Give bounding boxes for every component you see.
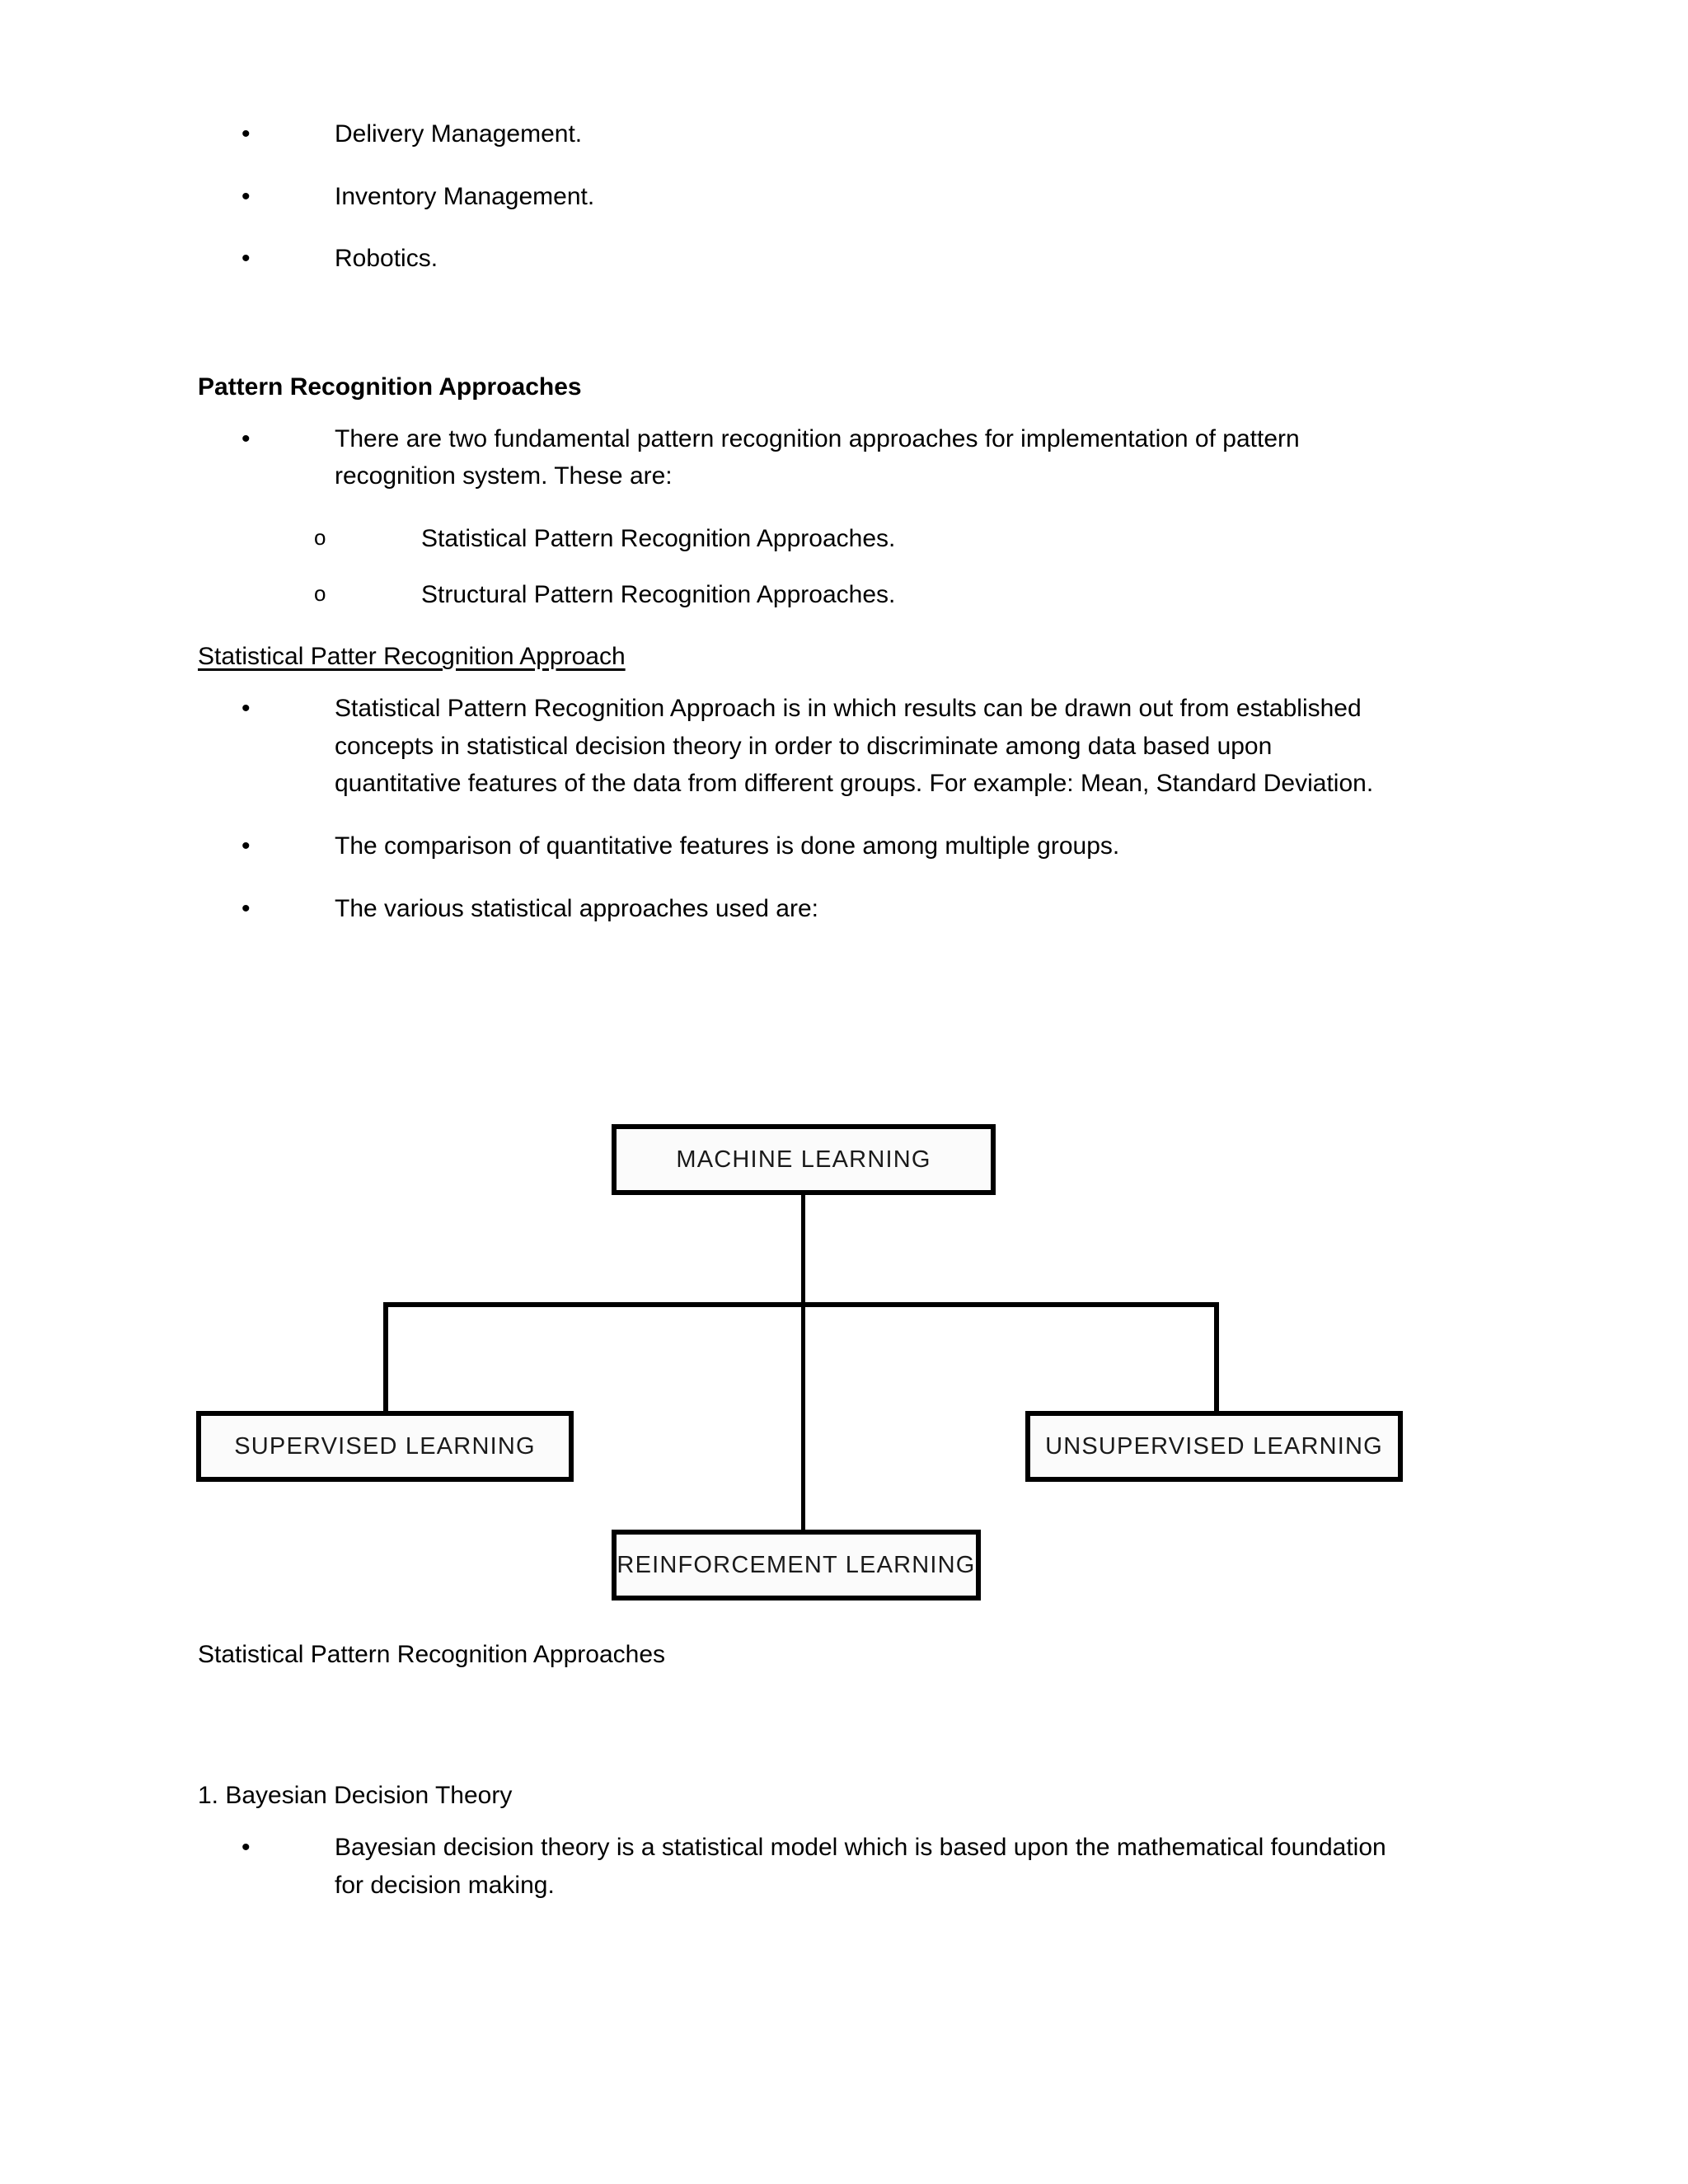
list-item: • Inventory Management. [198,178,1533,216]
list-item-text: Robotics. [335,245,438,273]
sub-bullet-marker: o [314,580,326,606]
list-item: • Delivery Management. [198,115,1533,153]
numbered-heading: 1. Bayesian Decision Theory [198,1782,513,1809]
sub-list-item: o Statistical Pattern Recognition Approa… [198,520,1533,558]
sub-bullet-marker: o [314,524,326,550]
list-item: • There are two fundamental pattern reco… [198,420,1533,495]
bullet-marker: • [241,832,251,860]
list-item-line: There are two fundamental pattern recogn… [335,424,1300,452]
diagram-node-label: UNSUPERVISED LEARNING [1045,1432,1383,1460]
edge-bar-to-supervised [383,1302,388,1413]
figure-caption: Statistical Pattern Recognition Approach… [198,1641,665,1668]
list-item-line: recognition system. These are: [335,462,673,490]
list-item-text: There are two fundamental pattern recogn… [335,420,1533,495]
section-heading: Pattern Recognition Approaches [198,373,582,401]
subsection-heading: Statistical Patter Recognition Approach [198,643,626,671]
edge-root-to-reinforcement [801,1195,805,1530]
list-item: • Robotics. [198,240,1533,278]
diagram-node-label: MACHINE LEARNING [676,1146,931,1173]
edge-horizontal-bar [383,1302,1219,1307]
sub-list-item: o Structural Pattern Recognition Approac… [198,576,1533,614]
sub-list-item-text: Statistical Pattern Recognition Approach… [421,524,896,552]
bullet-marker: • [241,894,251,922]
bullet-marker: • [241,120,251,148]
list-item: • The comparison of quantitative feature… [198,827,1533,865]
list-item-line: for decision making. [335,1871,555,1899]
diagram-node-machine-learning: MACHINE LEARNING [612,1124,996,1195]
diagram-node-unsupervised-learning: UNSUPERVISED LEARNING [1025,1411,1403,1482]
list-item-line: Bayesian decision theory is a statistica… [335,1834,1386,1861]
bullet-marker: • [241,245,251,273]
list-item: • Bayesian decision theory is a statisti… [198,1829,1533,1904]
bullet-marker: • [241,695,251,723]
list-item-text: Inventory Management. [335,182,595,210]
diagram-node-label: SUPERVISED LEARNING [234,1432,536,1460]
list-item-text: The various statistical approaches used … [335,894,818,922]
diagram-node-supervised-learning: SUPERVISED LEARNING [196,1411,574,1482]
bullet-marker: • [241,424,251,452]
bullet-marker: • [241,1834,251,1861]
list-item: • Statistical Pattern Recognition Approa… [198,690,1533,803]
list-item-text: Delivery Management. [335,120,583,148]
sub-list-item-text: Structural Pattern Recognition Approache… [421,580,896,608]
diagram-node-label: REINFORCEMENT LEARNING [617,1551,976,1578]
list-item-text: Bayesian decision theory is a statistica… [335,1829,1533,1904]
document-content-lower: Statistical Pattern Recognition Approach… [198,1636,1533,1904]
bullet-marker: • [241,182,251,210]
edge-bar-to-unsupervised [1214,1302,1219,1413]
list-item-line: concepts in statistical decision theory … [335,732,1273,760]
list-item-text: The comparison of quantitative features … [335,832,1120,860]
document-content: • Delivery Management. • Inventory Manag… [198,0,1533,927]
list-item-line: Statistical Pattern Recognition Approach… [335,695,1362,723]
list-item: • The various statistical approaches use… [198,890,1533,928]
diagram-node-reinforcement-learning: REINFORCEMENT LEARNING [612,1530,981,1601]
list-item-line: quantitative features of the data from d… [335,770,1374,798]
list-item-text: Statistical Pattern Recognition Approach… [335,690,1533,803]
